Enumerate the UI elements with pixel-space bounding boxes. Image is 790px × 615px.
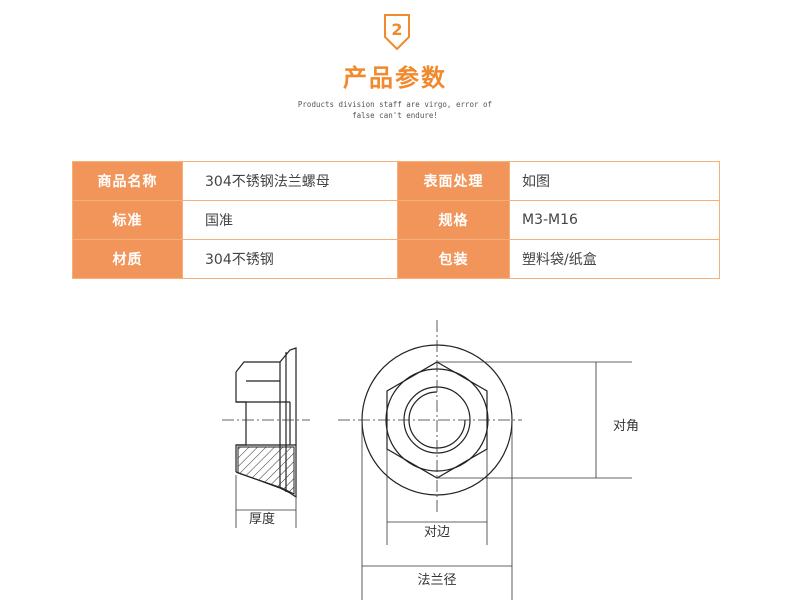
param-value: 304不锈钢 (182, 239, 398, 279)
table-row: 标准 国准 规格 M3-M16 (72, 200, 720, 240)
diagonal-dimension (437, 361, 632, 479)
subtitle-line-2: false can't endure! (352, 111, 438, 120)
param-key: 商品名称 (72, 161, 183, 201)
param-value: M3-M16 (509, 200, 720, 240)
table-row: 商品名称 304不锈钢法兰螺母 表面处理 如图 (72, 161, 720, 201)
param-value: 塑料袋/纸盒 (509, 239, 720, 279)
param-key: 包装 (397, 239, 510, 279)
front-centerlines (338, 320, 522, 512)
param-value: 304不锈钢法兰螺母 (182, 161, 398, 201)
subtitle-line-1: Products division staff are virgo, error… (297, 100, 493, 109)
across-flats-label: 对边 (424, 525, 450, 540)
thickness-label: 厚度 (249, 511, 275, 527)
param-key: 材质 (72, 239, 183, 279)
param-value: 如图 (509, 161, 720, 201)
thickness-dimension (235, 475, 297, 528)
flange-diameter-dimension (361, 420, 513, 600)
section-hatch (237, 446, 295, 495)
param-key: 表面处理 (397, 161, 510, 201)
across-flats-dimension (386, 449, 488, 545)
diagonal-label: 对角 (613, 419, 639, 434)
badge-number: 2 (391, 20, 402, 39)
section-title: 产品参数 (343, 64, 447, 92)
params-table: 商品名称 304不锈钢法兰螺母 表面处理 如图 标准 国准 规格 M3-M16 … (72, 161, 720, 279)
flange-diameter-label: 法兰径 (417, 573, 456, 588)
param-value: 国准 (182, 200, 398, 240)
section-subtitle: Products division staff are virgo, error… (285, 99, 505, 121)
table-row: 材质 304不锈钢 包装 塑料袋/纸盒 (72, 239, 720, 279)
param-key: 规格 (397, 200, 510, 240)
badge-icon: 2 (384, 14, 410, 51)
